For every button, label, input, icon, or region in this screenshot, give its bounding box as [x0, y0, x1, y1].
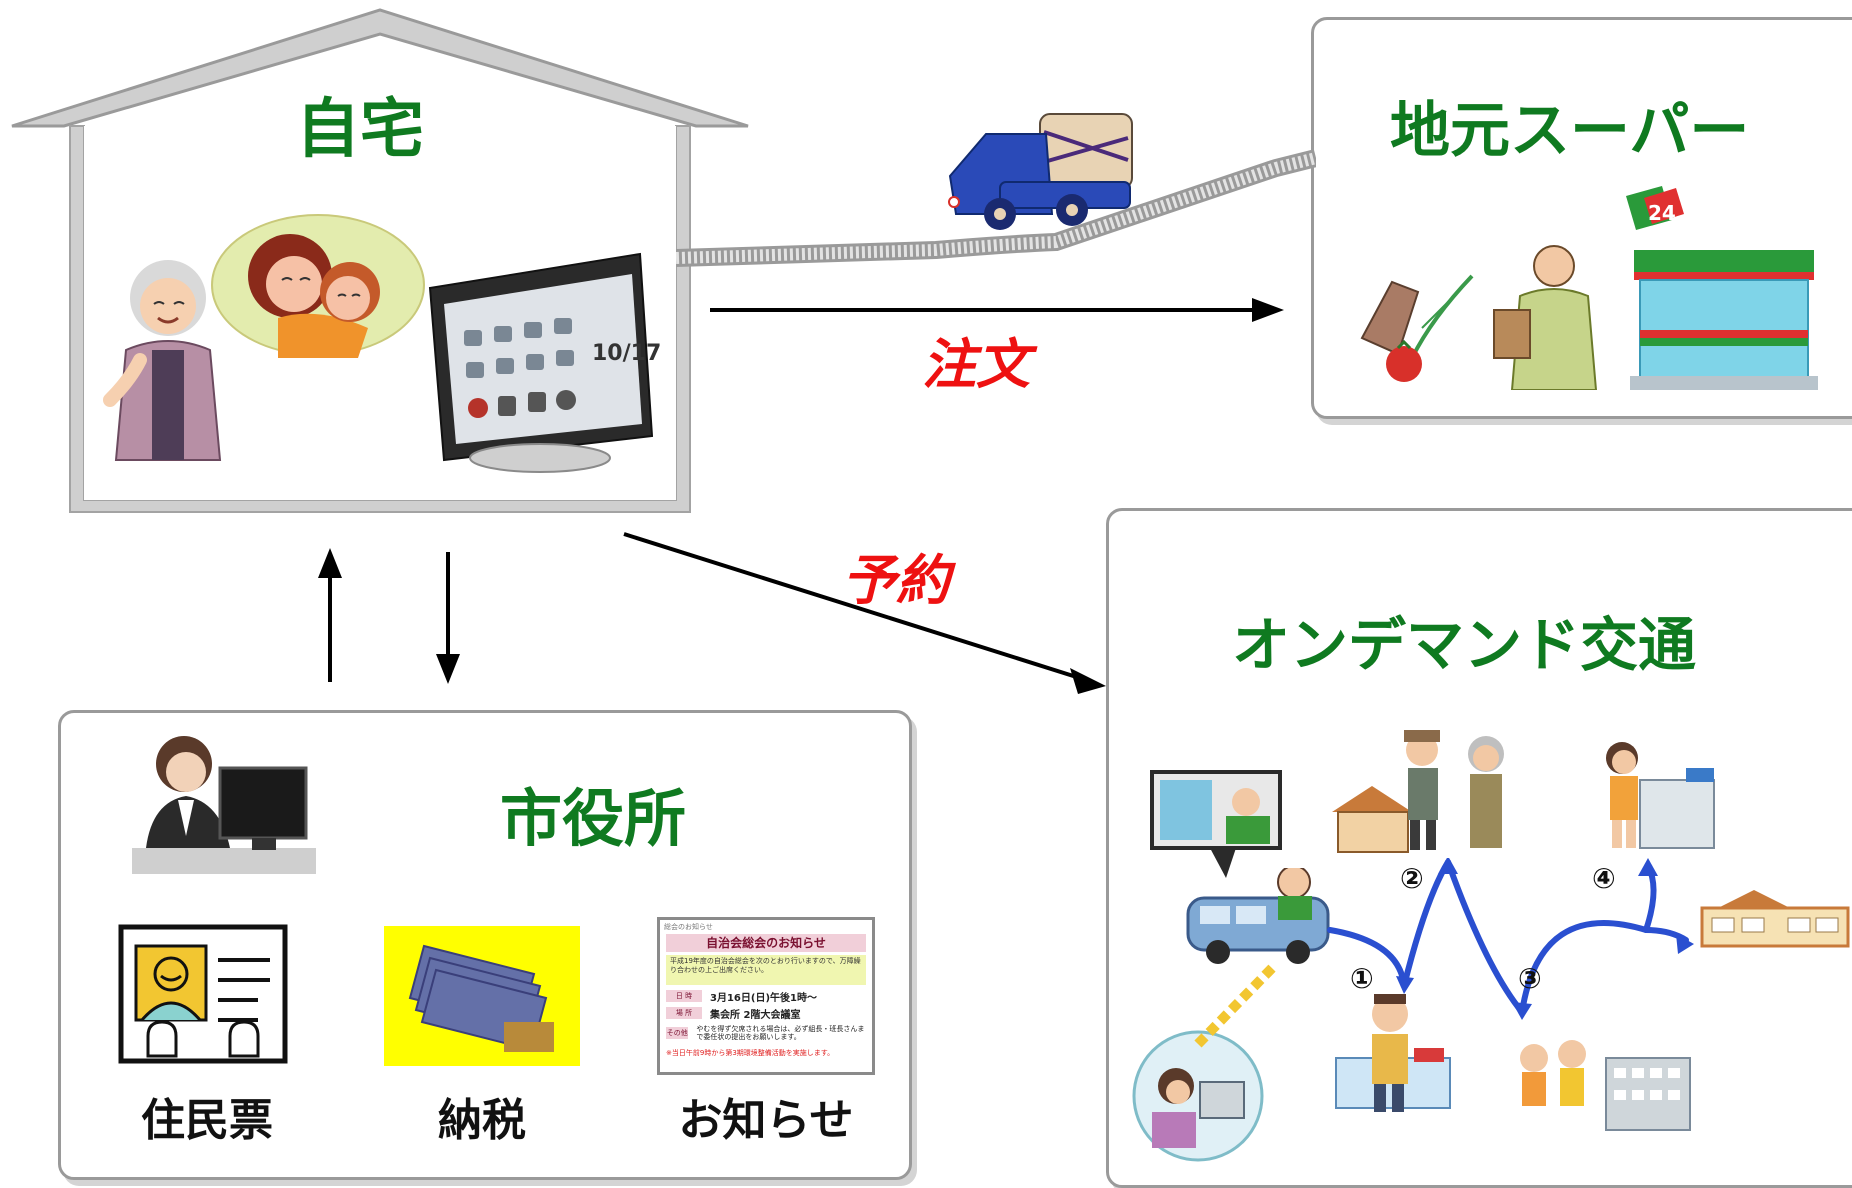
elderly-couple-home-icon — [1332, 730, 1504, 853]
on-demand-transit-title: オンデマンド交通 — [1232, 611, 1697, 679]
tablet-device: 10/17 — [428, 252, 660, 473]
order-arrow — [710, 298, 1284, 322]
minibus-icon — [1186, 868, 1330, 964]
reservation-label: 予約 — [842, 549, 950, 612]
tax-label: 納税 — [438, 1095, 526, 1146]
convenience-store-icon: 24 — [1626, 186, 1818, 390]
transit-route-arrows — [1327, 858, 1694, 1020]
notice-label: お知らせ — [678, 1095, 854, 1146]
shopkeeper-figure — [1493, 245, 1598, 390]
notice-title: 自治会総会のお知らせ — [666, 934, 866, 952]
delivery-truck-icon — [948, 113, 1133, 230]
shop-visitor-icon — [1335, 994, 1451, 1112]
notice-other-row: その他 やむを得ず欠席される場合は、必ず組長・班長さんまで委任状の提出をお願いし… — [666, 1024, 866, 1042]
children-school-icon — [1520, 1040, 1691, 1131]
city-hall-title: 市役所 — [500, 782, 687, 855]
tablet-date: 10/17 — [592, 341, 660, 366]
store-24-badge: 24 — [1648, 201, 1676, 225]
notice-place-value: 集会所 2階大会議室 — [710, 1009, 801, 1021]
hospital-visitor-icon — [1606, 742, 1715, 849]
groceries-icon — [1360, 274, 1474, 382]
notice-date-value: 3月16日(日)午後1時～ — [710, 992, 817, 1004]
supermarket-title: 地元スーパー — [1390, 96, 1750, 166]
city-hall-up-down-arrows — [318, 548, 460, 684]
notice-other-value: やむを得ず欠席される場合は、必ず組長・班長さんまで委任状の提出をお願いします。 — [696, 1025, 865, 1041]
station-building-icon — [1700, 890, 1850, 948]
driver-screen-icon — [1150, 770, 1282, 878]
clerk-at-computer-icon — [132, 736, 316, 874]
notice-document: 総会のお知らせ 自治会総会のお知らせ 平成19年度の自治会総会を次のとおり行いま… — [657, 917, 875, 1075]
notice-date-tag: 日 時 — [666, 990, 702, 1002]
resident-card-icon — [118, 924, 288, 1064]
reservation-arrow — [623, 532, 1106, 694]
step-1-marker: ① — [1350, 962, 1374, 995]
step-2-marker: ② — [1400, 862, 1424, 895]
order-label: 注文 — [922, 333, 1030, 396]
family-oval-illustration — [211, 214, 425, 358]
notice-place-row: 場 所 集会所 2階大会議室 — [666, 1007, 866, 1021]
notice-date-row: 日 時 3月16日(日)午後1時～ — [666, 990, 866, 1004]
step-3-marker: ③ — [1518, 962, 1542, 995]
grandmother-figure — [103, 260, 222, 461]
call-signal-path — [1194, 960, 1280, 1048]
home-title: 自宅 — [296, 93, 424, 167]
delivery-road — [676, 150, 1316, 267]
dispatch-operator-icon — [1132, 1030, 1264, 1162]
notice-header: 総会のお知らせ — [664, 923, 713, 931]
notice-other-tag: その他 — [666, 1027, 689, 1039]
step-4-marker: ④ — [1592, 862, 1616, 895]
money-icon — [384, 926, 580, 1066]
resident-card-label: 住民票 — [141, 1095, 273, 1146]
notice-place-tag: 場 所 — [666, 1007, 702, 1019]
notice-body: 平成19年度の自治会総会を次のとおり行いますので、万障繰り合わせの上ご出席くださ… — [666, 955, 866, 985]
notice-footer: ※当日午前9時から第3期環境整備活動を実施します。 — [666, 1049, 835, 1057]
